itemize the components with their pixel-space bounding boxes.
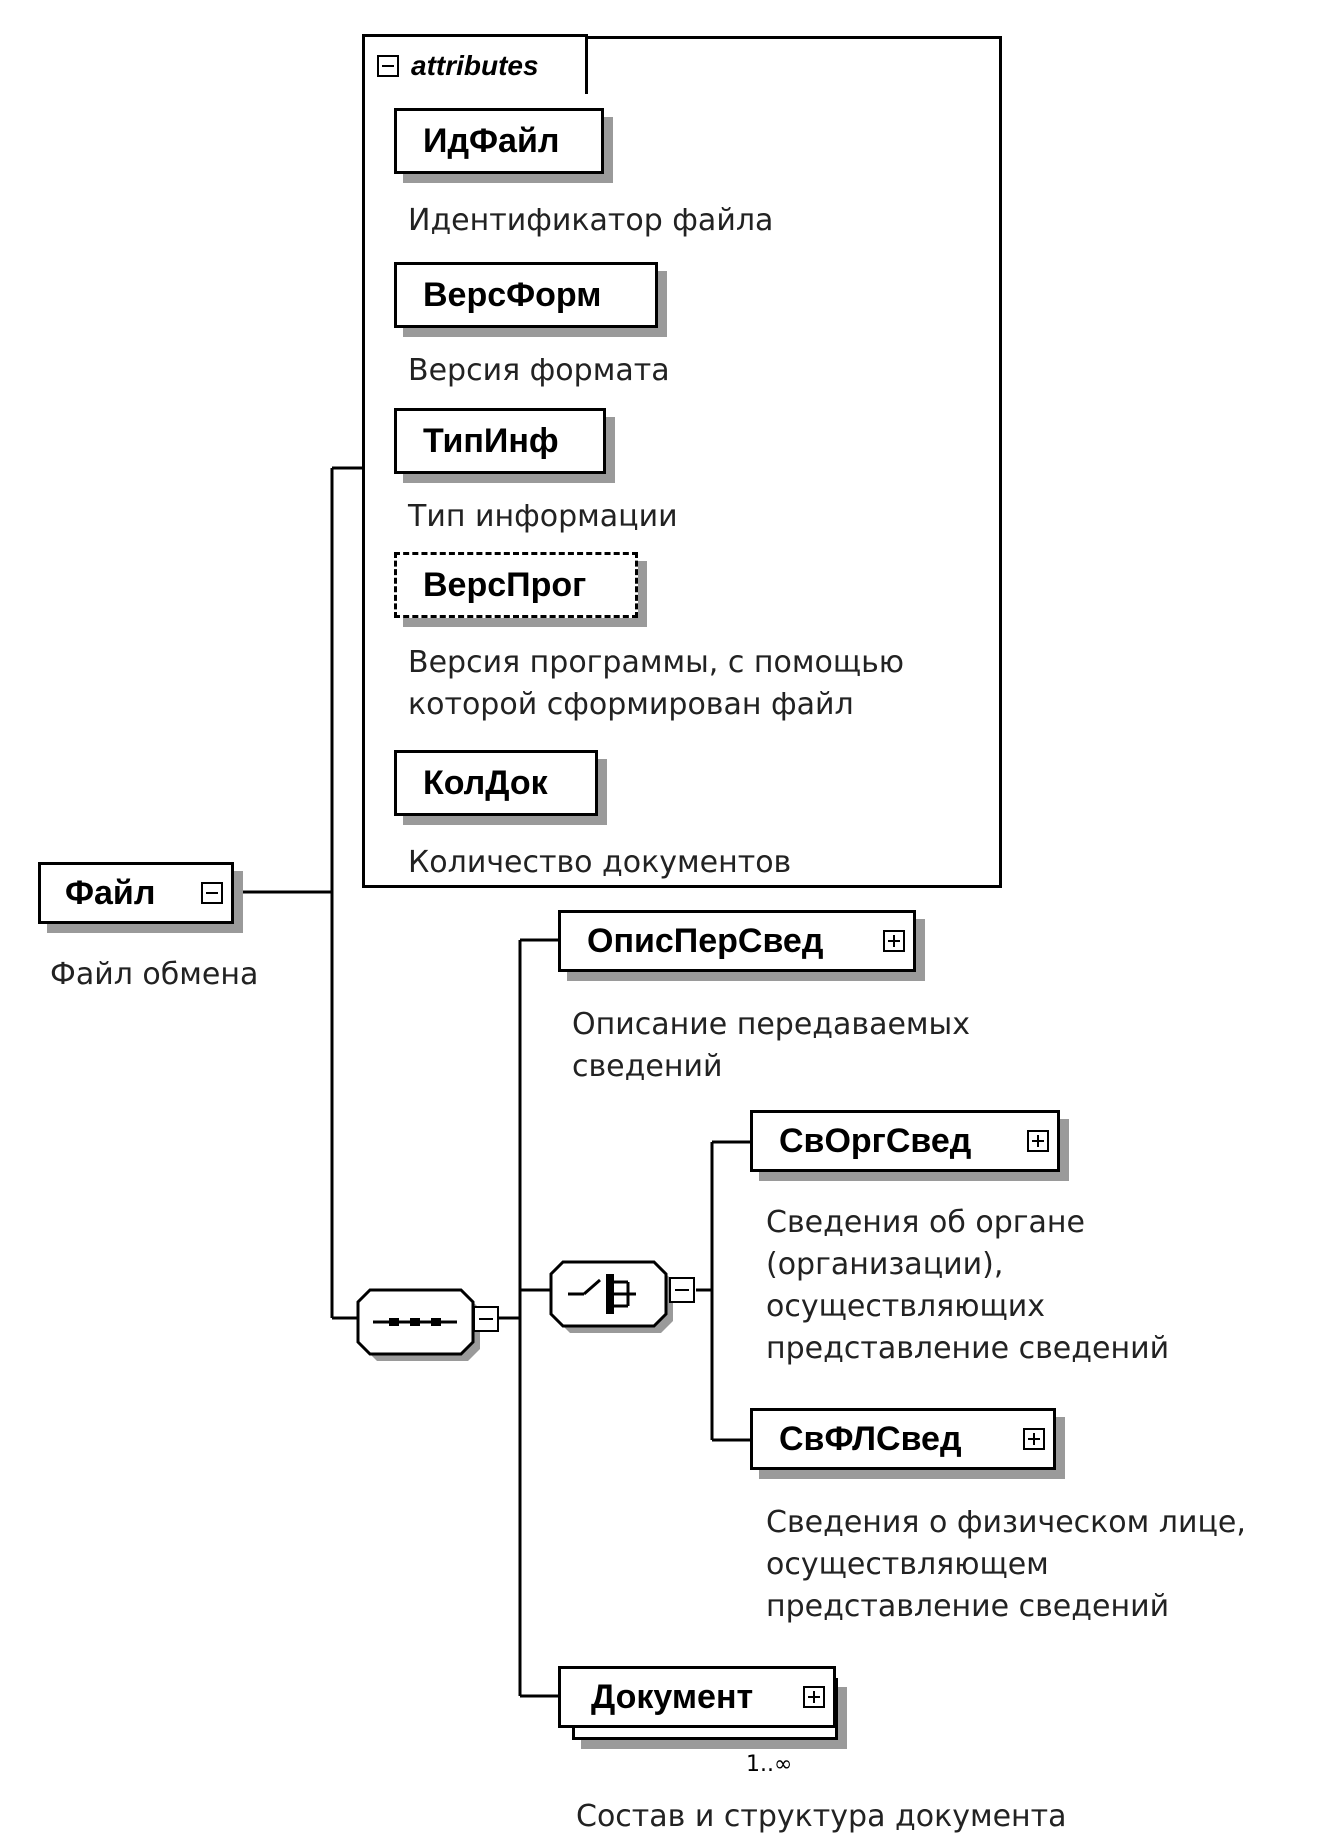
attribute-description: Версия программы, с помощью которой сфор… (408, 642, 904, 726)
element-svorgsved[interactable]: СвОргСвед (750, 1110, 1060, 1172)
sequence-collapse-icon (473, 1306, 499, 1332)
attribute-versprog-optional[interactable]: ВерсПрог (394, 552, 638, 618)
element-name: Документ (591, 1677, 754, 1716)
element-dokument[interactable]: Документ (558, 1666, 836, 1728)
attributes-group-tab[interactable]: attributes (362, 34, 588, 94)
choice-compositor-icon (549, 1260, 673, 1333)
element-opispersved[interactable]: ОписПерСвед (558, 910, 916, 972)
expand-icon[interactable] (1027, 1130, 1049, 1152)
attribute-description: Версия формата (408, 353, 670, 388)
attribute-tipinf[interactable]: ТипИнф (394, 408, 606, 474)
attribute-name: ТипИнф (423, 421, 559, 460)
attribute-name: ВерсПрог (423, 565, 587, 604)
attribute-description: Количество документов (408, 845, 792, 880)
description-line: Сведения об органе (766, 1205, 1085, 1240)
attribute-name: КолДок (423, 763, 548, 802)
element-description: Описание передаваемых сведений (572, 1004, 970, 1088)
description-line: осуществляющем (766, 1547, 1049, 1582)
attributes-group-title: attributes (411, 49, 539, 81)
element-name: СвОргСвед (779, 1121, 972, 1160)
expand-icon[interactable] (1023, 1428, 1045, 1450)
description-line: (организации), (766, 1247, 1004, 1282)
element-file-root[interactable]: Файл (38, 862, 234, 924)
attribute-description: Идентификатор файла (408, 203, 774, 238)
element-description: Сведения о физическом лице, осуществляющ… (766, 1502, 1246, 1628)
element-description: Файл обмена (50, 957, 259, 992)
collapse-icon[interactable] (377, 54, 399, 77)
attribute-name: ВерсФорм (423, 275, 602, 314)
attribute-name: ИдФайл (423, 121, 560, 160)
element-name: Файл (65, 873, 156, 912)
description-line: представление сведений (766, 1589, 1170, 1624)
description-line: Сведения о физическом лице, (766, 1505, 1246, 1540)
element-svflsved[interactable]: СвФЛСвед (750, 1408, 1056, 1470)
description-line: сведений (572, 1049, 723, 1084)
description-line: Описание передаваемых (572, 1007, 970, 1042)
attribute-koldok[interactable]: КолДок (394, 750, 598, 816)
collapse-icon[interactable] (201, 882, 223, 904)
choice-collapse-icon (669, 1277, 695, 1303)
element-name: СвФЛСвед (779, 1419, 962, 1458)
expand-icon[interactable] (803, 1686, 825, 1708)
element-description: Сведения об органе (организации), осущес… (766, 1202, 1169, 1370)
description-line: которой сформирован файл (408, 687, 854, 722)
description-line: осуществляющих (766, 1289, 1045, 1324)
attribute-idfile[interactable]: ИдФайл (394, 108, 604, 174)
attribute-description: Тип информации (408, 499, 678, 534)
cardinality-label: 1..∞ (746, 1752, 793, 1777)
attribute-versform[interactable]: ВерсФорм (394, 262, 658, 328)
element-description: Состав и структура документа (576, 1799, 1067, 1834)
description-line: Версия программы, с помощью (408, 645, 905, 680)
expand-icon[interactable] (883, 930, 905, 952)
tab-border-cover (365, 88, 585, 96)
description-line: представление сведений (766, 1331, 1170, 1366)
element-name: ОписПерСвед (587, 921, 824, 960)
sequence-compositor-icon (356, 1288, 480, 1361)
